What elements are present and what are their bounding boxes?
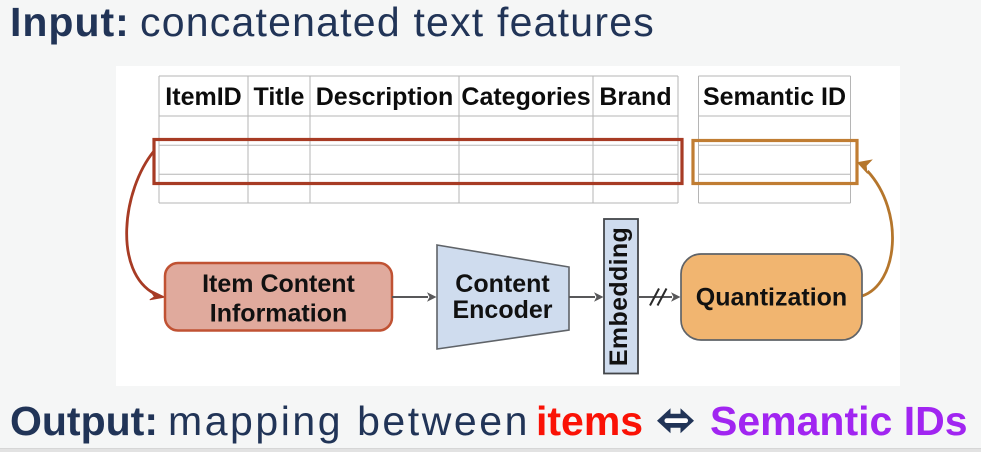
svg-text:ItemID: ItemID (165, 83, 241, 111)
svg-text:Output:: Output: (10, 398, 158, 444)
svg-text:items: items (536, 398, 643, 444)
svg-text:Title: Title (254, 83, 305, 111)
svg-text:Semantic IDs: Semantic IDs (710, 398, 968, 444)
svg-text:concatenated text features: concatenated text features (140, 0, 655, 45)
svg-text:Content: Content (455, 270, 550, 298)
svg-text:Brand: Brand (599, 83, 671, 111)
svg-text:mapping between: mapping between (168, 398, 530, 444)
svg-text:Semantic ID: Semantic ID (703, 83, 846, 111)
svg-text:Input:: Input: (10, 0, 130, 45)
svg-text:Encoder: Encoder (452, 296, 552, 324)
svg-text:Quantization: Quantization (696, 284, 847, 312)
svg-text:Embedding: Embedding (605, 227, 633, 366)
svg-text:Categories: Categories (461, 83, 590, 111)
svg-text:Information: Information (210, 300, 348, 328)
svg-text:Description: Description (316, 83, 454, 111)
svg-text:Item Content: Item Content (202, 270, 355, 298)
